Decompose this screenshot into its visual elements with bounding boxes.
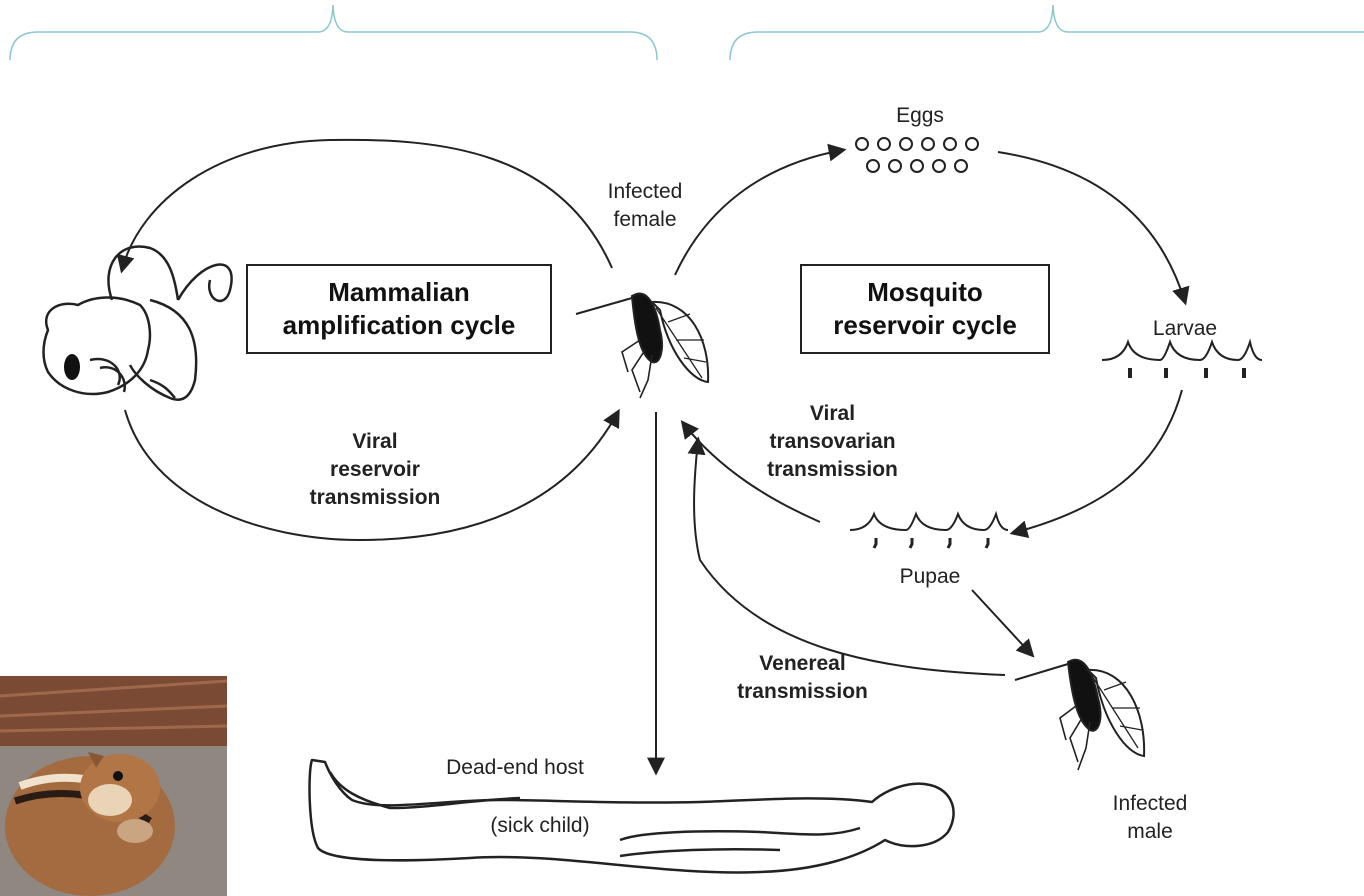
viral-reservoir-line-1: Viral: [290, 428, 460, 456]
female-mosquito-icon: [576, 294, 708, 398]
mammalian-line-1: Mammalian: [248, 276, 550, 309]
eggs-icon: [856, 138, 978, 172]
viral-reservoir-label: Viral reservoir transmission: [290, 428, 460, 512]
arrow-pupae-to-male: [972, 590, 1032, 655]
mosquito-cycle-box: Mosquito reservoir cycle: [800, 264, 1050, 354]
top-brackets: [10, 5, 1364, 60]
mammalian-cycle-box: Mammalian amplification cycle: [246, 264, 552, 354]
right-bracket: [730, 5, 1364, 60]
eggs-label: Eggs: [880, 102, 960, 130]
dead-end-host-label: Dead-end host: [420, 754, 610, 782]
mosquito-line-2: reservoir cycle: [802, 309, 1048, 342]
sick-child-label: (sick child): [470, 812, 610, 840]
viral-transovarian-line-3: transmission: [745, 456, 920, 484]
pupae-label: Pupae: [885, 563, 975, 591]
arrow-larvae-to-pupae: [1013, 390, 1182, 533]
infected-female-line-2: female: [590, 206, 700, 234]
squirrel-eye: [64, 354, 80, 380]
larvae-label: Larvae: [1135, 315, 1235, 343]
viral-reservoir-line-2: reservoir: [290, 456, 460, 484]
venereal-line-1: Venereal: [715, 650, 890, 678]
infected-female-line-1: Infected: [590, 178, 700, 206]
arrow-to-squirrel: [122, 140, 612, 270]
infected-male-line-1: Infected: [1095, 790, 1205, 818]
infected-male-label: Infected male: [1095, 790, 1205, 846]
venereal-label: Venereal transmission: [715, 650, 890, 706]
mammalian-line-2: amplification cycle: [248, 309, 550, 342]
venereal-line-2: transmission: [715, 678, 890, 706]
male-mosquito-icon: [1015, 660, 1144, 770]
mosquito-line-1: Mosquito: [802, 276, 1048, 309]
viral-reservoir-line-3: transmission: [290, 484, 460, 512]
child-outline-icon: [310, 760, 954, 872]
left-bracket: [10, 5, 657, 60]
pupae-icon: [850, 514, 1008, 548]
chipmunk-photo: [0, 676, 227, 896]
larvae-icon: [1102, 342, 1262, 378]
viral-transovarian-label: Viral transovarian transmission: [745, 400, 920, 484]
viral-transovarian-line-2: transovarian: [745, 428, 920, 456]
infected-female-label: Infected female: [590, 178, 700, 234]
viral-transovarian-line-1: Viral: [745, 400, 920, 428]
infected-male-line-2: male: [1095, 818, 1205, 846]
arrow-female-to-eggs: [675, 150, 843, 275]
